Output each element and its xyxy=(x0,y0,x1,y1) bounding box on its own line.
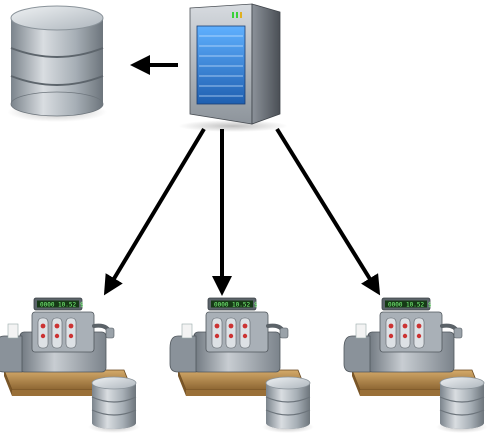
register-display: 0000 10.52 $ xyxy=(214,302,258,309)
register-display: 0000 10.52 $ xyxy=(40,302,84,309)
register-database-icon xyxy=(435,376,489,434)
register-display: 0000 10.52 $ xyxy=(388,302,432,309)
database-icon xyxy=(7,5,107,122)
server-icon xyxy=(178,3,288,132)
arrow-server-to-register-right xyxy=(275,127,381,296)
connection-arrows xyxy=(103,55,381,296)
cash-register-left: 0000 10.52 $ xyxy=(0,296,141,434)
register-database-icon xyxy=(87,376,141,434)
arrow-server-to-register-left xyxy=(103,127,206,296)
cash-register-right: 0000 10.52 $ xyxy=(342,296,489,434)
register-database-icon xyxy=(261,376,315,434)
cash-register-center: 0000 10.52 $ xyxy=(168,296,315,434)
